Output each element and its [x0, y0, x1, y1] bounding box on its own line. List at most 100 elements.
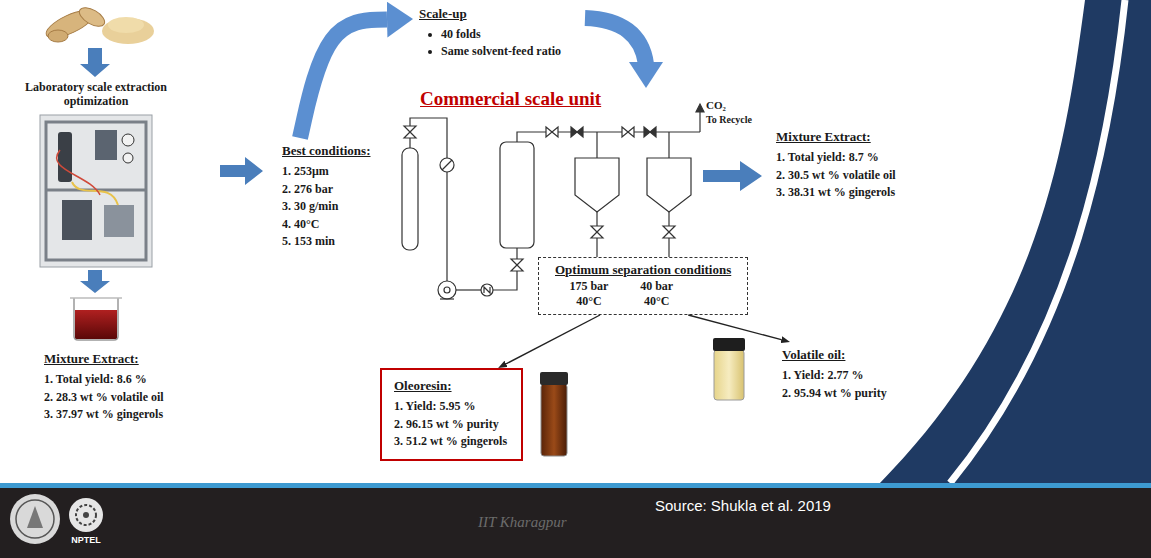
heading-text: Scale-up [419, 4, 561, 23]
list-item: 2. 276 bar [282, 181, 370, 199]
condition-value: 40 bar [640, 279, 673, 294]
oleoresin-box: Oleoresin: 1. Yield: 5.95 %2. 96.15 wt % … [380, 368, 523, 461]
list-item: 2. 28.3 wt % volatile oil [44, 389, 164, 407]
logo-text: NPTEL [66, 535, 106, 546]
process-schematic [644, 127, 656, 137]
oleoresin-vial [540, 372, 568, 456]
oleoresin-vial [541, 384, 567, 456]
ginger-illustration [76, 4, 107, 30]
process-schematic [647, 158, 691, 212]
volatile-oil-vial [713, 338, 745, 400]
nptel-logo [69, 498, 103, 532]
lab-equipment-photo [62, 200, 92, 240]
process-schematic [500, 142, 534, 248]
process-schematic [456, 289, 481, 290]
ginger-illustration [48, 30, 68, 42]
institute-seal [16, 500, 54, 538]
process-schematic [596, 132, 597, 158]
list-item: 2. 30.5 wt % volatile oil [776, 167, 896, 185]
stream-label: CO₂ [706, 99, 726, 112]
ginger-illustration [102, 18, 154, 44]
source-note: Source: Shukla et al. 2019 [655, 497, 831, 515]
volatile-oil-vial [714, 350, 744, 400]
lab-equipment-photo [72, 182, 118, 205]
list-item: 1. Yield: 2.77 % [782, 367, 887, 385]
process-schematic [438, 281, 456, 299]
process-schematic [622, 127, 634, 137]
caption-text: Laboratory scale extraction optimization [20, 80, 172, 108]
volatile-oil-vial [713, 338, 745, 351]
list-item: 1. Yield: 5.95 % [394, 398, 507, 416]
extract-beaker [74, 298, 118, 340]
heading-text: Optimum separation conditions [555, 261, 731, 279]
list-item: 3. 51.2 wt % gingerols [394, 433, 507, 451]
process-schematic [696, 104, 704, 112]
extract-result: Mixture Extract: 1. Total yield: 8.7 %2. … [770, 124, 902, 205]
volatile-oil-result: Volatile oil: 1. Yield: 2.77 %2. 95.94 wt… [776, 342, 893, 405]
scale-up-arrow [300, 20, 387, 138]
footer-bar [0, 483, 1151, 558]
separation-box: Optimum separation conditions175 bar40°C… [538, 257, 748, 315]
list-item: 1. 253μm [282, 163, 370, 181]
lab-equipment-photo [58, 132, 72, 182]
bullet-item: Same solvent-feed ratio [419, 43, 561, 60]
process-schematic [442, 160, 452, 170]
block-arrow [220, 157, 263, 185]
lab-equipment-photo [104, 205, 134, 237]
lab-equipment-photo [122, 134, 134, 146]
scale-up-arrow [585, 18, 646, 64]
flow-arrow [506, 315, 600, 364]
heading-text: Mixture Extract: [776, 127, 896, 146]
list-item: 4. 40°C [282, 216, 370, 234]
process-schematic [575, 158, 619, 212]
process-schematic [402, 148, 418, 250]
process-schematic [699, 111, 700, 132]
process-schematic [668, 132, 669, 158]
process-schematic [444, 287, 450, 293]
bullet-item: 40 folds [419, 26, 561, 43]
lab-equipment-photo [40, 115, 152, 267]
list-item: 1. Total yield: 8.7 % [776, 149, 896, 167]
lab-equipment-photo [40, 115, 152, 267]
conditions-list: Best conditions:1. 253μm2. 276 bar3. 30 … [276, 138, 376, 254]
decor-band [880, 0, 1151, 483]
extract-beaker [75, 310, 117, 339]
section-title: Commercial scale unit [420, 88, 601, 110]
block-arrow [80, 48, 110, 77]
condition-value: 40°C [576, 294, 601, 309]
scale-up-arrow [585, 18, 663, 88]
condition-value: 40°C [644, 294, 669, 309]
lab-equipment-photo [57, 150, 100, 195]
nptel-logo [83, 512, 89, 518]
condition-value: 175 bar [569, 279, 608, 294]
footer-bar [0, 483, 1151, 488]
process-schematic [517, 132, 700, 142]
heading-text: Volatile oil: [782, 345, 887, 364]
lab-equipment-photo [95, 130, 117, 160]
nptel-logo [76, 505, 96, 525]
process-schematic [440, 158, 454, 172]
process-schematic [404, 126, 416, 138]
ginger-illustration [43, 4, 154, 44]
institute-seal [27, 506, 43, 528]
process-schematic [546, 127, 558, 137]
process-schematic [440, 298, 454, 299]
footer-bar [0, 483, 1151, 558]
nptel-logo [69, 498, 103, 532]
list-item: 3. 38.31 wt % gingerols [776, 184, 896, 202]
institute-seal [10, 494, 60, 544]
extract-result: Mixture Extract:1. Total yield: 8.6 %2. … [38, 346, 170, 427]
flow-arrow [688, 315, 781, 340]
process-schematic [663, 226, 675, 238]
heading-text: Mixture Extract: [44, 349, 164, 368]
process-schematic [481, 284, 493, 296]
ginger-illustration [108, 17, 144, 33]
list-item: 2. 95.94 wt % purity [782, 385, 887, 403]
process-schematic [591, 226, 603, 238]
block-arrow [703, 161, 762, 191]
decor-band [950, 0, 1125, 483]
heading-text: Oleoresin: [394, 376, 507, 395]
block-arrow [80, 270, 110, 293]
list-item: 2. 96.15 wt % purity [394, 416, 507, 434]
stream-label: To Recycle [706, 114, 754, 126]
